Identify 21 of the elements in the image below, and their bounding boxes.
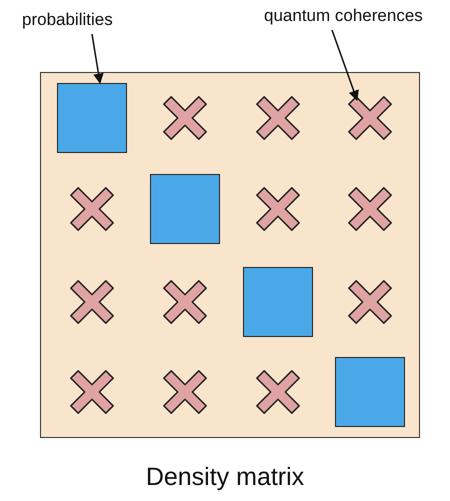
cross-mark xyxy=(162,279,208,325)
cross-mark xyxy=(69,186,115,232)
leader-arrow xyxy=(331,30,359,101)
leader-arrow xyxy=(91,34,104,84)
matrix-square xyxy=(150,174,220,244)
cross-mark xyxy=(69,279,115,325)
cross-mark xyxy=(255,186,301,232)
cross-mark xyxy=(255,369,301,415)
annotation-label: quantum coherences xyxy=(264,6,423,26)
cross-mark xyxy=(347,186,393,232)
matrix-square xyxy=(243,267,313,337)
caption: Density matrix xyxy=(144,463,306,492)
matrix-square xyxy=(335,357,405,427)
matrix-square xyxy=(57,83,127,153)
cross-mark xyxy=(255,95,301,141)
cross-mark xyxy=(347,279,393,325)
annotation-label: probabilities xyxy=(22,10,113,30)
cross-mark xyxy=(347,95,393,141)
cross-mark xyxy=(69,369,115,415)
cross-mark xyxy=(162,95,208,141)
cross-mark xyxy=(162,369,208,415)
